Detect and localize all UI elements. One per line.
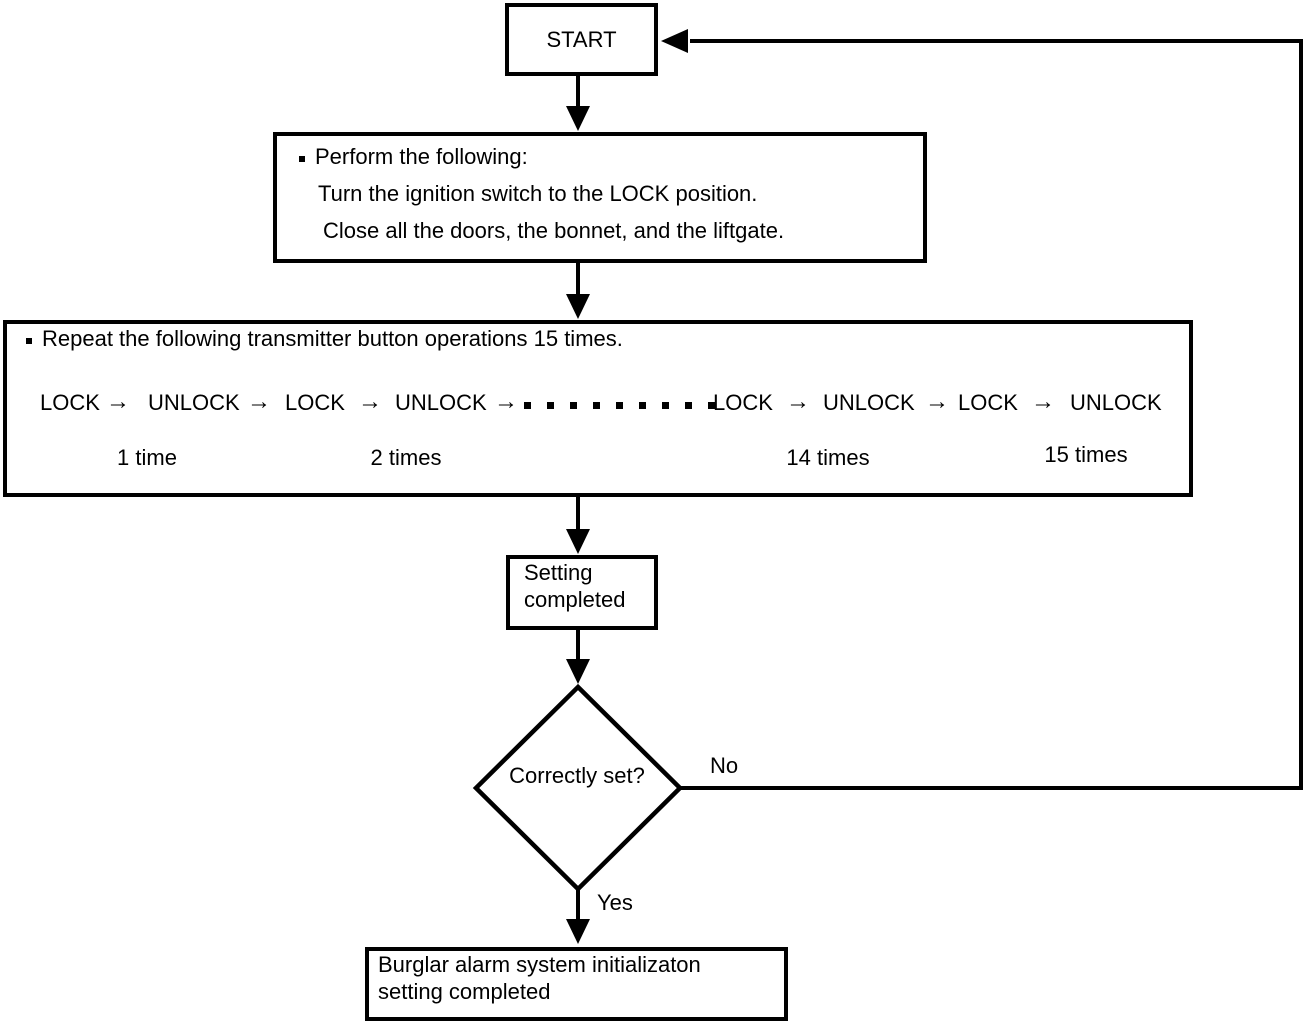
count-label: 2 times (370, 445, 442, 470)
arrowhead-down-4-icon (566, 659, 590, 684)
arrowhead-down-5-icon (566, 919, 590, 944)
perform-node (273, 132, 927, 263)
arrow-right-icon: → (786, 388, 810, 415)
start-node: START (505, 3, 658, 76)
count-label: 15 times (1044, 442, 1128, 467)
arrow-right-icon: → (358, 388, 382, 415)
arrow-right-icon: → (925, 388, 949, 415)
arrow-right-icon: → (494, 388, 518, 415)
connector-no-loop (680, 39, 1303, 790)
perform-line2: Turn the ignition switch to the LOCK pos… (318, 181, 758, 206)
result-node (365, 947, 788, 1021)
decision-diamond (472, 683, 684, 893)
bullet-marker (299, 156, 305, 162)
repeat-title: Repeat the following transmitter button … (42, 326, 623, 351)
count-label: 14 times (786, 445, 870, 470)
perform-line3: Close all the doors, the bonnet, and the… (323, 218, 785, 243)
start-label: START (546, 26, 617, 52)
arrow-right-icon: → (1031, 388, 1055, 415)
lock-label: LOCK (285, 390, 345, 415)
count-label: 1 time (117, 445, 177, 470)
arrowhead-down-3-icon (566, 529, 590, 554)
unlock-label: UNLOCK (1070, 390, 1162, 415)
no-label: No (710, 753, 739, 778)
ellipsis-dots (524, 402, 715, 409)
arrowhead-down-2-icon (566, 294, 590, 319)
perform-line1: Perform the following: (315, 144, 528, 169)
result-line1: Burglar alarm system initializaton (378, 952, 701, 977)
unlock-label: UNLOCK (823, 390, 915, 415)
bullet-marker (26, 338, 32, 344)
arrow-right-icon: → (247, 388, 271, 415)
lock-label: LOCK (40, 390, 100, 415)
setting-line2: completed (524, 587, 626, 612)
yes-label: Yes (597, 890, 633, 915)
arrowhead-down-1-icon (566, 106, 590, 131)
lock-label: LOCK (958, 390, 1018, 415)
decision-question: Correctly set? (509, 763, 645, 788)
arrow-right-icon: → (106, 388, 130, 415)
arrowhead-left-icon (661, 29, 688, 53)
unlock-label: UNLOCK (148, 390, 240, 415)
unlock-label: UNLOCK (395, 390, 487, 415)
result-line2: setting completed (378, 979, 551, 1004)
setting-node (506, 555, 658, 630)
setting-line1: Setting (524, 560, 593, 585)
lock-label: LOCK (713, 390, 773, 415)
